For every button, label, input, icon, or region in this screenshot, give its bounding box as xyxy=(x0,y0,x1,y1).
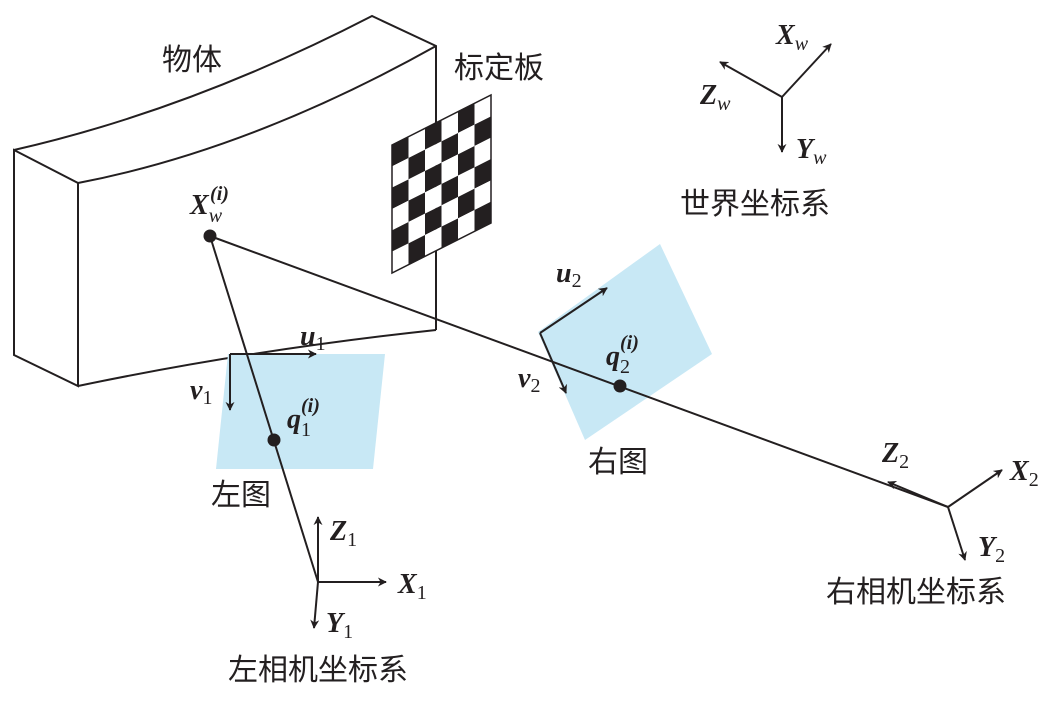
left-image-label: 左图 xyxy=(211,478,271,513)
left-image-plane xyxy=(216,354,385,469)
right-image-label: 右图 xyxy=(588,445,648,480)
checkerboard-square xyxy=(425,184,442,214)
world-frame-label: 世界坐标系 xyxy=(680,187,830,222)
checkerboard-square xyxy=(392,243,409,273)
checkerboard-square xyxy=(441,154,458,184)
yw-label: Yw xyxy=(796,134,827,169)
checkerboard-square xyxy=(458,146,475,176)
checkerboard-square xyxy=(408,149,425,180)
object-side-face xyxy=(13,148,79,388)
x2-label: X2 xyxy=(1009,456,1039,491)
checkerboard-square xyxy=(408,192,425,222)
v2-axis-arrow xyxy=(539,332,567,394)
y1-axis-arrow xyxy=(310,581,320,629)
object-block xyxy=(13,14,437,388)
checkerboard-square xyxy=(474,137,491,168)
checkerboard-square xyxy=(474,116,491,146)
y2-label: Y2 xyxy=(978,532,1005,567)
right-projection-ray xyxy=(209,235,949,508)
y1-label: Y1 xyxy=(326,608,353,643)
x2-axis-arrow xyxy=(947,469,1003,508)
left-camera-frame xyxy=(310,516,387,629)
object-top-outline xyxy=(13,14,437,330)
checkerboard-square xyxy=(458,210,475,240)
object-front-top-edge xyxy=(77,45,437,184)
x1-label: X1 xyxy=(397,569,427,604)
checkerboard-outline xyxy=(391,93,492,275)
checkerboard-square xyxy=(408,213,425,244)
checkerboard-square xyxy=(474,95,491,125)
checkerboard-square xyxy=(441,218,458,248)
u2-label: u2 xyxy=(556,258,582,292)
right-camera-frame xyxy=(887,469,1003,561)
xw-label: Xw xyxy=(775,20,809,55)
checkerboard-square xyxy=(392,200,409,231)
checkerboard-square xyxy=(425,226,442,257)
calibration-board-label: 标定板 xyxy=(454,51,544,86)
checkerboard-square xyxy=(458,188,475,219)
y2-axis-arrow xyxy=(947,506,967,561)
checkerboard-square xyxy=(408,235,425,265)
checkerboard-square xyxy=(425,120,442,150)
u2-axis-arrow xyxy=(539,287,608,334)
q2-label: q2(i) xyxy=(606,332,639,378)
q2-point-dot xyxy=(613,379,627,393)
right-image-plane xyxy=(538,244,712,440)
z1-label: Z1 xyxy=(329,516,357,551)
v2-label: v2 xyxy=(518,363,540,397)
z2-axis-arrow xyxy=(887,480,949,508)
checkerboard-square xyxy=(392,179,409,209)
world-coordinate-frame xyxy=(719,43,832,153)
xw-axis-arrow xyxy=(781,43,832,98)
checkerboard-square xyxy=(408,171,425,201)
checkerboard-square xyxy=(458,103,475,133)
checkerboard-square xyxy=(474,159,491,189)
checkerboard-square xyxy=(425,162,442,193)
checkerboard-square xyxy=(392,136,409,167)
u1-label: u1 xyxy=(300,321,326,355)
checkerboard-square xyxy=(425,141,442,171)
q1-point-dot xyxy=(267,433,281,447)
z2-label: Z2 xyxy=(881,438,909,473)
checkerboard-square xyxy=(392,222,409,252)
right-camera-frame-label: 右相机坐标系 xyxy=(826,575,1006,610)
checkerboard-square xyxy=(474,180,491,210)
world-point-label: Xw(i) xyxy=(189,183,229,227)
q1-label: q1(i) xyxy=(287,395,320,441)
object-label: 物体 xyxy=(162,43,222,78)
checkerboard-square xyxy=(441,197,458,227)
calibration-board xyxy=(391,93,492,275)
world-point-dot xyxy=(203,229,217,243)
checkerboard-square xyxy=(458,124,475,155)
checkerboard-square xyxy=(425,205,442,235)
checkerboard-square xyxy=(458,167,475,197)
checkerboard-square xyxy=(441,175,458,206)
checkerboard-square xyxy=(441,133,458,163)
zw-axis-arrow xyxy=(719,61,783,98)
checkerboard-square xyxy=(408,128,425,158)
checkerboard-square xyxy=(441,111,458,142)
zw-label: Zw xyxy=(699,80,731,115)
left-projection-ray xyxy=(209,235,319,583)
checkerboard-square xyxy=(474,201,491,232)
v1-label: v1 xyxy=(190,375,212,409)
left-camera-frame-label: 左相机坐标系 xyxy=(228,653,408,688)
checkerboard-square xyxy=(392,158,409,188)
